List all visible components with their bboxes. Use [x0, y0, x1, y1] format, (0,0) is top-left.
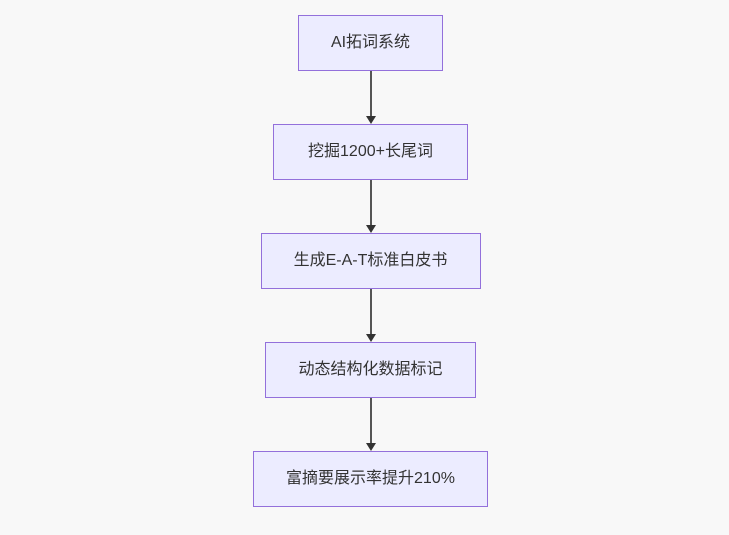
arrowhead-down-icon: [365, 443, 376, 451]
flowchart-node-step-4: 动态结构化数据标记: [265, 342, 476, 398]
arrowhead-down-icon: [365, 116, 376, 124]
flowchart: AI拓词系统 挖掘1200+长尾词 生成E-A-T标准白皮书 动态结构化数据标记: [6, 15, 729, 507]
edge-line: [369, 398, 372, 443]
flowchart-node-step-2: 挖掘1200+长尾词: [273, 124, 468, 180]
flow-edge-4: [365, 398, 376, 451]
edge-line: [369, 289, 372, 334]
flow-edge-3: [365, 289, 376, 342]
node-label: AI拓词系统: [330, 34, 411, 51]
flow-edge-1: [365, 71, 376, 124]
flowchart-node-step-3: 生成E-A-T标准白皮书: [260, 233, 481, 289]
node-label: 生成E-A-T标准白皮书: [293, 252, 448, 269]
edge-line: [369, 180, 372, 225]
flow-edge-2: [365, 180, 376, 233]
node-label: 动态结构化数据标记: [298, 361, 443, 378]
edge-line: [369, 71, 372, 116]
flowchart-node-step-5: 富摘要展示率提升210%: [253, 451, 488, 507]
arrowhead-down-icon: [365, 334, 376, 342]
flowchart-node-step-1: AI拓词系统: [298, 15, 443, 71]
arrowhead-down-icon: [365, 225, 376, 233]
node-label: 挖掘1200+长尾词: [308, 143, 433, 160]
node-label: 富摘要展示率提升210%: [286, 470, 455, 487]
